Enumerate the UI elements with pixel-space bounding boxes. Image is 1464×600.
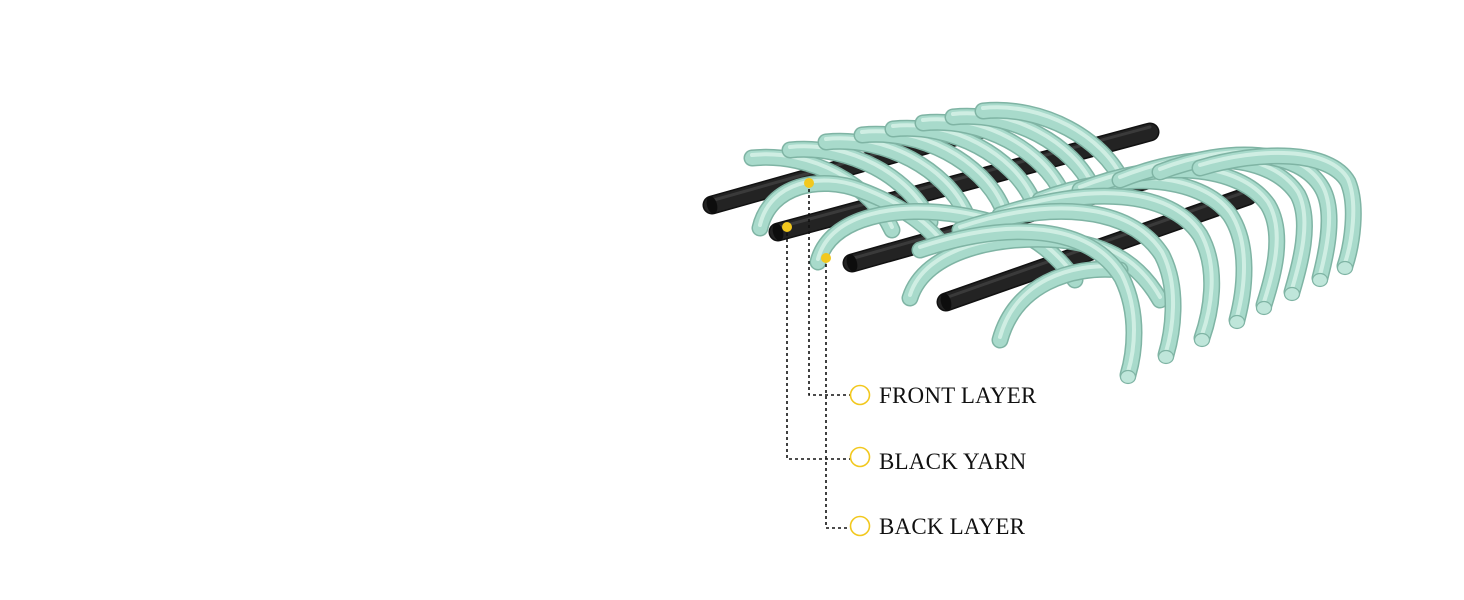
back-layer-label: BACK LAYER bbox=[879, 514, 1026, 539]
black-yarn-point-marker bbox=[782, 222, 792, 232]
front-layer-leader-line bbox=[808, 183, 850, 396]
front-layer-yarn-8-end bbox=[1119, 369, 1137, 385]
front-layer-yarn-1-end bbox=[1228, 314, 1246, 330]
legend-item-black-yarn: BLACK YARN bbox=[849, 446, 1027, 474]
black-yarn-rod-3-end bbox=[846, 254, 858, 272]
back-layer-yarn-5-highlight bbox=[891, 123, 1035, 200]
leader-lines bbox=[782, 178, 850, 529]
front-layer-yarn-4-highlight bbox=[1158, 149, 1332, 277]
front-layer-yarn-7-end bbox=[1157, 349, 1175, 365]
front-layer-yarn-4-end bbox=[1311, 272, 1329, 288]
front-layer-yarn-5-end bbox=[1336, 260, 1354, 276]
back-layer-yarn-3-highlight bbox=[824, 136, 968, 213]
black-yarn-rod-2-end bbox=[772, 223, 784, 241]
front-layer-yarn-5-highlight bbox=[1198, 150, 1356, 265]
black-yarn-rod-1-end bbox=[706, 196, 718, 214]
back-layer-yarn-8-highlight bbox=[981, 105, 1125, 182]
front-layer-yarn-6-end bbox=[1193, 332, 1211, 348]
front-layer-label: FRONT LAYER bbox=[879, 383, 1037, 408]
back-layer-yarn-7-highlight bbox=[951, 111, 1095, 188]
legend-item-back-layer: BACK LAYER bbox=[849, 514, 1026, 539]
black-yarn-marker-circle bbox=[849, 446, 871, 468]
front-layer-yarn-3-end bbox=[1283, 286, 1301, 302]
front-layer-yarn-group bbox=[743, 101, 1362, 385]
front-layer-yarn-7-highlight bbox=[958, 206, 1176, 354]
front-layer-marker-circle bbox=[849, 384, 871, 406]
middle-yarn-1 bbox=[753, 176, 957, 262]
back-layer-yarn-6-highlight bbox=[921, 117, 1065, 194]
black-yarn-rod-4-end bbox=[940, 293, 952, 311]
back-layer-point-marker bbox=[821, 253, 831, 263]
middle-yarn-2 bbox=[811, 204, 1082, 287]
front-layer-point-marker bbox=[804, 178, 814, 188]
front-layer-yarn-6-highlight bbox=[998, 191, 1214, 337]
legend: FRONT LAYER BLACK YARN BACK LAYER bbox=[849, 383, 1037, 539]
legend-item-front-layer: FRONT LAYER bbox=[849, 383, 1037, 408]
back-layer-marker-circle bbox=[849, 515, 871, 537]
front-layer-yarn-2-end bbox=[1255, 300, 1273, 316]
back-layer-yarn-4-highlight bbox=[860, 129, 1004, 206]
middle-yarn-1-highlight bbox=[758, 178, 952, 254]
back-layer-leader-line bbox=[825, 258, 850, 529]
front-layer-yarn-8-highlight bbox=[918, 226, 1136, 374]
black-yarn-label: BLACK YARN bbox=[879, 449, 1027, 474]
